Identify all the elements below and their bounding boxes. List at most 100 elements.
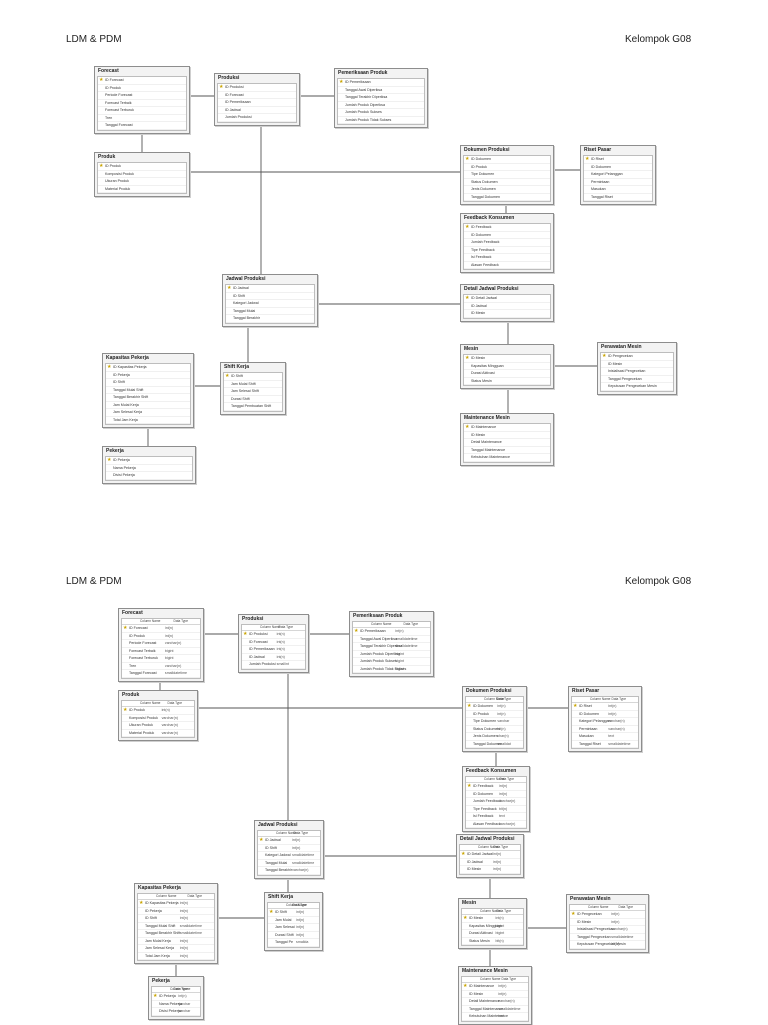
table-row: ID Forecast <box>218 92 296 99</box>
ldm-table-shift[interactable]: Shift Kerja ID Shift Jam Mulai Shift Jam… <box>220 362 286 415</box>
table-row: Tanggal Berakhir Shift <box>106 394 190 402</box>
table-row: Tanggal Mulai <box>226 308 314 315</box>
table-row: Forecast Terburuk <box>98 107 186 115</box>
table-title: Maintenance Mesin <box>464 415 510 421</box>
ldm-table-jadwal[interactable]: Jadwal Produksi ID Jadwal ID Shift Kateg… <box>222 274 318 327</box>
table-row: Durasi Shift <box>224 396 282 403</box>
table-row: Tren <box>98 115 186 122</box>
table-row: ID Shift <box>224 373 282 381</box>
table-row: ID Pekerja <box>106 457 192 465</box>
ldm-table-kapasitas[interactable]: Kapasitas Pekerja ID Kapasitas Pekerja I… <box>102 353 194 428</box>
table-row: Ukuran Produk <box>98 178 186 186</box>
table-title: Kapasitas Pekerja <box>138 885 181 891</box>
table-row: Jumlah Produk Diperiksa <box>338 102 424 109</box>
ldm-table-maintenance[interactable]: Maintenance Mesin ID Maintenance ID Mesi… <box>460 413 554 466</box>
table-row: Kategori Jadwal <box>226 300 314 308</box>
ldm-table-produksi[interactable]: Produksi ID Produksi ID Forecast ID Peme… <box>214 73 300 126</box>
table-title: Detail Jadwal Produksi <box>464 286 519 292</box>
ldm-table-pemeriksaan[interactable]: Pemeriksaan Produk ID Pemeriksaan Tangga… <box>334 68 428 128</box>
table-row: ID Riset <box>584 156 652 164</box>
table-row: ID Produk <box>98 85 186 92</box>
table-row: Masukan <box>584 186 652 194</box>
ldm-table-riset[interactable]: Riset Pasar ID Riset ID Dokumen Kategori… <box>580 145 656 205</box>
ldm-table-forecast[interactable]: Forecast ID Forecast ID Produk Periode F… <box>94 66 190 134</box>
table-title: Jadwal Produksi <box>258 822 298 828</box>
table-row: Komposisi Produk <box>98 171 186 178</box>
table-row: ID Shift <box>226 293 314 300</box>
table-row: Status Dokumen <box>464 179 550 186</box>
table-row: Tipe Dokumen <box>464 171 550 179</box>
table-row: Tanggal Maintenance <box>464 447 550 454</box>
table-row: Durasi Aktivasi <box>464 370 550 378</box>
table-row: Tanggal Pembuatan Shift <box>224 403 282 411</box>
ldm-table-perawatan[interactable]: Perawatan Mesin ID Pengecekan ID Mesin I… <box>597 342 677 395</box>
table-row: ID Jadwal <box>218 107 296 114</box>
table-row: Divisi Pekerja <box>106 472 192 480</box>
ldm-table-dokumen[interactable]: Dokumen Produksi ID Dokumen ID Produk Ti… <box>460 145 554 205</box>
table-title: Forecast <box>98 68 119 74</box>
ldm-table-feedback[interactable]: Feedback Konsumen ID Feedback ID Dokumen… <box>460 213 554 273</box>
table-row: ID Produksi <box>218 84 296 92</box>
ldm-table-mesin[interactable]: Mesin ID Mesin Kapasitas Mingguan Durasi… <box>460 344 554 389</box>
table-row: Jam Selesai Kerja <box>106 409 190 417</box>
table-title: Feedback Konsumen <box>466 768 517 774</box>
table-row: Keputusan Pengecekan Mesin <box>601 383 673 391</box>
ldm-lines <box>141 95 597 446</box>
ldm-table-produk[interactable]: Produk ID Produk Komposisi Produk Ukuran… <box>94 152 190 197</box>
table-row: Tanggal Forecast <box>98 122 186 130</box>
table-row: Jumlah Produk Sukses <box>338 109 424 117</box>
table-row: ID Shift <box>106 379 190 387</box>
table-title: Pekerja <box>152 978 170 984</box>
ldm-table-detail-jadwal[interactable]: Detail Jadwal Produksi ID Detail Jadwal … <box>460 284 554 322</box>
ldm-table-pekerja[interactable]: Pekerja ID Pekerja Nama Pekerja Divisi P… <box>102 446 196 484</box>
table-row: Alasan Feedback <box>464 262 550 269</box>
table-row: Permintaan <box>584 179 652 186</box>
table-row: Nama Pekerja <box>106 465 192 472</box>
table-title: Riset Pasar <box>584 147 612 153</box>
